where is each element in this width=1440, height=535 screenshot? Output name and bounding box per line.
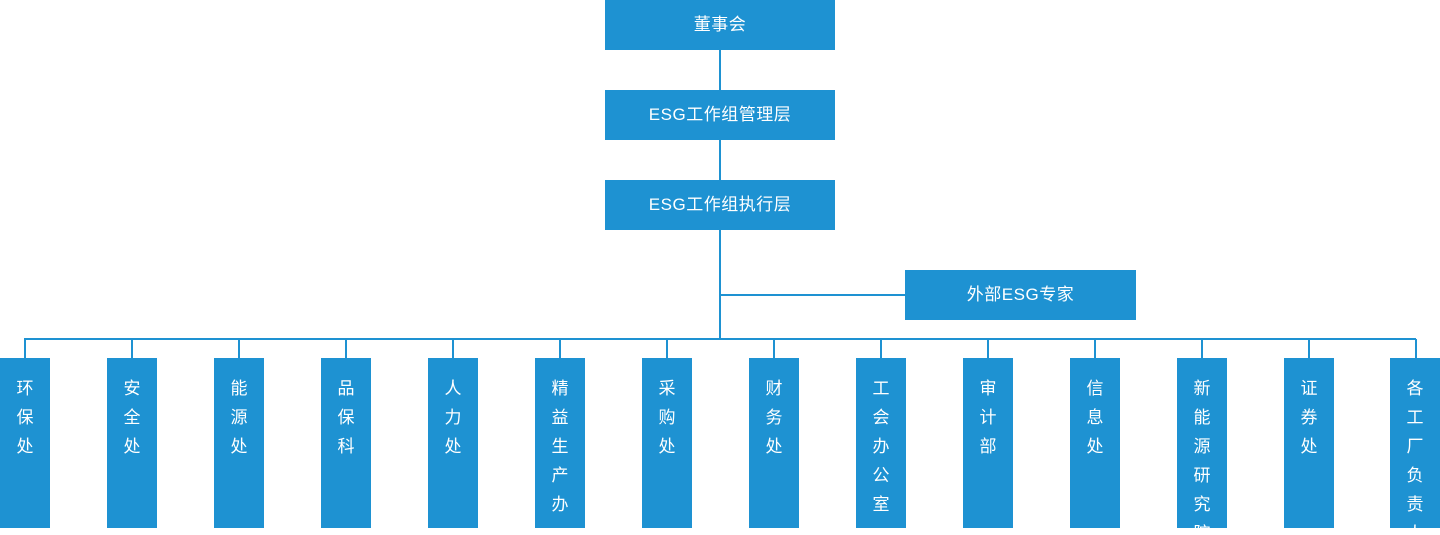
connector-stub-11 — [1094, 339, 1096, 358]
label-char: 源 — [230, 408, 248, 427]
label-char: 处 — [1086, 437, 1104, 456]
label-char: 部 — [979, 437, 997, 456]
label-char: 品 — [337, 379, 355, 398]
connector-execution-trunk — [719, 230, 721, 340]
label-char: 处 — [123, 437, 141, 456]
label-char: 安 — [123, 379, 141, 398]
connector-stub-3 — [238, 339, 240, 358]
label-char: 处 — [16, 437, 34, 456]
label-char: 工 — [872, 379, 890, 398]
label-char: 各 — [1406, 379, 1424, 398]
node-department-3[interactable]: 能源处 — [214, 358, 264, 528]
label-char: 证 — [1300, 379, 1318, 398]
node-department-8[interactable]: 财务处 — [749, 358, 799, 528]
label-char: 处 — [658, 437, 676, 456]
label-char: 产 — [551, 466, 569, 485]
label-char: 公 — [872, 466, 890, 485]
label-char: 保 — [16, 408, 34, 427]
connector-stub-10 — [987, 339, 989, 358]
label-char: 采 — [658, 379, 676, 398]
label-char: 全 — [123, 408, 141, 427]
node-external-esg-advisor[interactable]: 外部ESG专家 — [905, 270, 1136, 320]
label-char: 计 — [979, 408, 997, 427]
node-department-11[interactable]: 信息处 — [1070, 358, 1120, 528]
connector-stub-4 — [345, 339, 347, 358]
label-char: 益 — [551, 408, 569, 427]
label-char: 人 — [1406, 524, 1424, 535]
node-department-1[interactable]: 环保处 — [0, 358, 50, 528]
label-char: 会 — [872, 408, 890, 427]
label-char: 处 — [765, 437, 783, 456]
label-char: 负 — [1406, 466, 1424, 485]
label-char: 办 — [551, 495, 569, 514]
label-char: 室 — [872, 495, 890, 514]
node-department-14[interactable]: 各工厂负责人 — [1390, 358, 1440, 535]
node-department-2[interactable]: 安全处 — [107, 358, 157, 528]
label-char: 能 — [230, 379, 248, 398]
label-char: 保 — [337, 408, 355, 427]
connector-board-to-management — [719, 50, 721, 90]
connector-stub-12 — [1201, 339, 1203, 358]
node-department-10[interactable]: 审计部 — [963, 358, 1013, 528]
node-management-label: ESG工作组管理层 — [648, 105, 792, 125]
label-char: 力 — [444, 408, 462, 427]
label-char: 生 — [551, 437, 569, 456]
connector-stub-14 — [1415, 339, 1417, 358]
label-char: 环 — [16, 379, 34, 398]
label-char: 息 — [1086, 408, 1104, 427]
label-char: 责 — [1406, 495, 1424, 514]
node-board-of-directors[interactable]: 董事会 — [605, 0, 835, 50]
connector-stub-9 — [880, 339, 882, 358]
node-esg-execution-layer[interactable]: ESG工作组执行层 — [605, 180, 835, 230]
label-char: 财 — [765, 379, 783, 398]
node-execution-label: ESG工作组执行层 — [648, 195, 792, 215]
label-char: 工 — [1406, 408, 1424, 427]
node-board-label: 董事会 — [693, 15, 747, 35]
node-department-7[interactable]: 采购处 — [642, 358, 692, 528]
node-department-9[interactable]: 工会办公室 — [856, 358, 906, 528]
label-char: 审 — [979, 379, 997, 398]
label-char: 能 — [1193, 408, 1211, 427]
label-char: 新 — [1193, 379, 1211, 398]
connector-stub-1 — [24, 339, 26, 358]
label-char: 券 — [1300, 408, 1318, 427]
label-char: 处 — [444, 437, 462, 456]
label-char: 人 — [444, 379, 462, 398]
connector-stub-7 — [666, 339, 668, 358]
label-char: 办 — [872, 437, 890, 456]
label-char: 院 — [1193, 524, 1211, 535]
connector-management-to-execution — [719, 140, 721, 180]
label-char: 处 — [1300, 437, 1318, 456]
label-char: 处 — [230, 437, 248, 456]
label-char: 研 — [1193, 466, 1211, 485]
label-char: 精 — [551, 379, 569, 398]
label-char: 源 — [1193, 437, 1211, 456]
node-department-5[interactable]: 人力处 — [428, 358, 478, 528]
node-advisor-label: 外部ESG专家 — [966, 285, 1075, 305]
connector-stub-5 — [452, 339, 454, 358]
node-department-12[interactable]: 新能源研究院 — [1177, 358, 1227, 535]
label-char: 信 — [1086, 379, 1104, 398]
connector-stub-6 — [559, 339, 561, 358]
node-department-13[interactable]: 证券处 — [1284, 358, 1334, 528]
connector-execution-to-advisor — [719, 294, 906, 296]
node-esg-management-layer[interactable]: ESG工作组管理层 — [605, 90, 835, 140]
node-department-4[interactable]: 品保科 — [321, 358, 371, 528]
connector-stub-2 — [131, 339, 133, 358]
label-char: 务 — [765, 408, 783, 427]
connector-stub-8 — [773, 339, 775, 358]
connector-stub-13 — [1308, 339, 1310, 358]
label-char: 科 — [337, 437, 355, 456]
node-department-6[interactable]: 精益生产办 — [535, 358, 585, 528]
connector-department-bus — [24, 338, 1416, 340]
label-char: 购 — [658, 408, 676, 427]
label-char: 究 — [1193, 495, 1211, 514]
label-char: 厂 — [1406, 437, 1424, 456]
